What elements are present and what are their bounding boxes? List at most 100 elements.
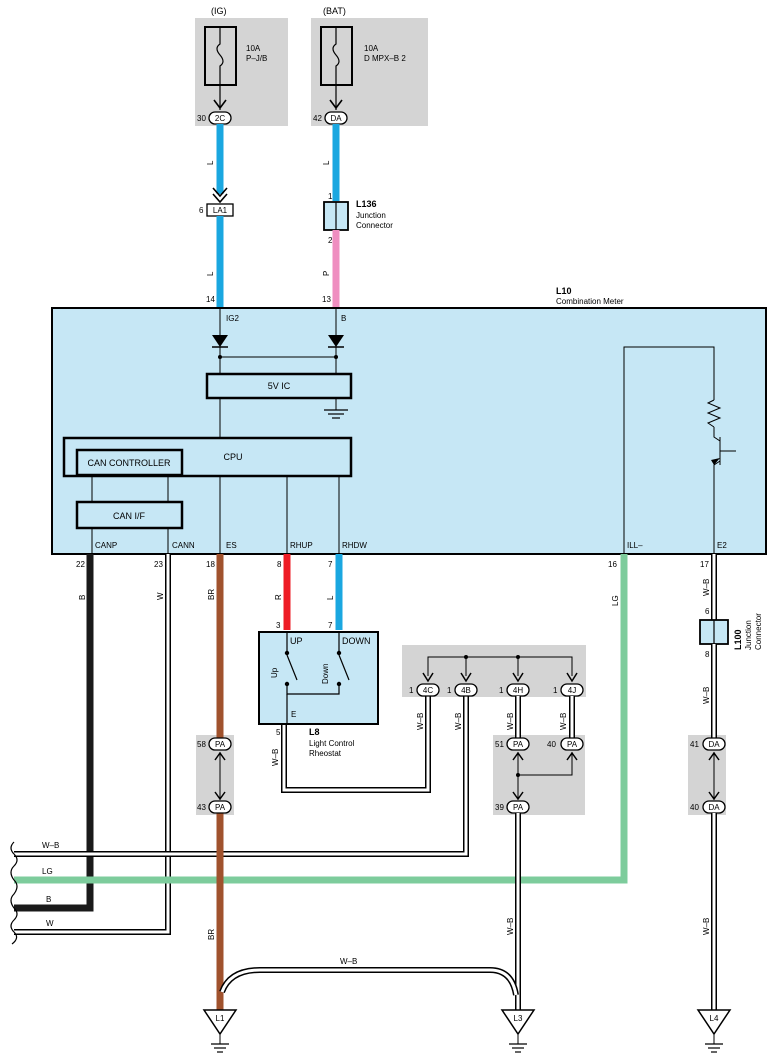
wire-label-l-1: L (206, 160, 215, 165)
connector-pa-51-label: PA (513, 740, 524, 749)
can-if-label: CAN I/F (113, 511, 146, 521)
connector-pa-51: PA (506, 737, 530, 751)
connector-4c-pin: 1 (409, 686, 414, 695)
connector-pa-58-label: PA (215, 740, 226, 749)
wire-label-p: P (322, 271, 331, 276)
terminal-canp: CANP (95, 541, 117, 550)
wire-label-wb-e: W–B (271, 749, 280, 766)
wire-label-r: R (274, 594, 283, 600)
connector-4c-label: 4C (423, 686, 433, 695)
meter-pin-22: 22 (76, 560, 85, 569)
connector-4j: 4J (560, 683, 584, 697)
fuse-ig (204, 26, 237, 86)
bus-label-wb: W–B (42, 841, 59, 850)
ic-5v (205, 372, 353, 400)
wire-label-br-2: BR (207, 929, 216, 940)
diode-b (328, 335, 344, 347)
ground-l3 (500, 1009, 536, 1053)
fuse-ig-source: (IG) (211, 6, 227, 16)
wire-label-w: W (156, 592, 165, 600)
meter-pin-17: 17 (700, 560, 709, 569)
wire-label-wb-l4: W–B (702, 918, 711, 935)
terminal-ig2: IG2 (226, 314, 239, 323)
meter-pin-7: 7 (328, 560, 333, 569)
l136-name-2: Connector (356, 221, 393, 230)
connector-pa-43-pin: 43 (197, 803, 206, 812)
meter-pin-14: 14 (206, 295, 215, 304)
fuse-ig-rating: 10A (246, 44, 261, 53)
connector-pa-43: PA (208, 800, 232, 814)
rheostat-sw-up: Up (270, 667, 279, 678)
connector-4j-pin: 1 (553, 686, 558, 695)
connector-da-top-pin: 42 (313, 114, 322, 123)
fuse-bat (320, 26, 353, 86)
connector-4c: 4C (416, 683, 440, 697)
connector-4b-pin: 1 (447, 686, 452, 695)
meter-internal-wiring (91, 308, 736, 554)
meter-name: Combination Meter (556, 297, 624, 306)
terminal-ill: ILL– (627, 541, 643, 550)
bus-label-w: W (46, 919, 54, 928)
meter-pin-8: 8 (277, 560, 282, 569)
rheostat-pin-e: 5 (276, 728, 281, 737)
meter-pin-13: 13 (322, 295, 331, 304)
fuse-bat-source: (BAT) (323, 6, 346, 16)
rheostat-up-label: UP (290, 636, 303, 646)
wire-w-inner (14, 554, 170, 934)
ground-l3-label: L3 (514, 1014, 523, 1023)
connector-la1-pin: 6 (199, 206, 204, 215)
connector-da-40-pin: 40 (690, 803, 699, 812)
connector-da-top-label: DA (330, 114, 342, 123)
connector-pa-40: PA (560, 737, 584, 751)
connector-pa-40-pin: 40 (547, 740, 556, 749)
connector-da-41: DA (702, 737, 726, 751)
fuse-bat-rating: 10A (364, 44, 379, 53)
wire-label-wb-link: W–B (340, 957, 357, 966)
connector-pa-39-pin: 39 (495, 803, 504, 812)
rheostat-name-2: Rheostat (309, 749, 342, 758)
connector-da-40: DA (702, 800, 726, 814)
connector-pa-39-label: PA (513, 803, 524, 812)
wire-label-b: B (78, 595, 87, 600)
connector-4j-label: 4J (568, 686, 576, 695)
internal-ground-icon (324, 409, 348, 419)
l136-pin-top: 1 (328, 192, 333, 201)
wire-label-wb-4c: W–B (416, 713, 425, 730)
rheostat-e-label: E (291, 710, 296, 719)
meter-id: L10 (556, 286, 572, 296)
junction-connector-l136 (323, 201, 349, 231)
fuse-bat-name: D MPX–B 2 (364, 54, 406, 63)
cpu-label: CPU (223, 452, 242, 462)
rheostat-pin-up: 3 (276, 621, 281, 630)
connector-4b-label: 4B (461, 686, 471, 695)
wire-label-wb-l3: W–B (506, 918, 515, 935)
connector-la1: LA1 (206, 203, 234, 217)
wire-label-wb-e2: W–B (702, 579, 711, 596)
wire-label-wb-4j: W–B (559, 713, 568, 730)
ground-l1 (202, 1009, 238, 1053)
connector-pa-39: PA (506, 800, 530, 814)
wire-label-l-3: L (322, 160, 331, 165)
l100-pin-bottom: 8 (705, 650, 710, 659)
connector-2c-pin: 30 (197, 114, 206, 123)
ground-l4 (696, 1009, 732, 1053)
connector-pa-51-pin: 51 (495, 740, 504, 749)
connector-da-40-label: DA (708, 803, 720, 812)
ground-l1-label: L1 (216, 1014, 225, 1023)
fuse-ig-name: P–J/B (246, 54, 267, 63)
connector-da-top: DA (324, 111, 348, 125)
wire-label-wb-l100: W–B (702, 687, 711, 704)
connector-4h: 4H (506, 683, 530, 697)
bus-label-b: B (46, 895, 51, 904)
wire-label-lg: LG (611, 595, 620, 606)
diode-ig2 (212, 335, 228, 347)
terminal-es: ES (226, 541, 237, 550)
l136-id: L136 (356, 199, 377, 209)
rheostat-name-1: Light Control (309, 739, 355, 748)
ground-l4-label: L4 (710, 1014, 719, 1023)
terminal-e2: E2 (717, 541, 727, 550)
can-controller-label: CAN CONTROLLER (87, 458, 171, 468)
connector-4b: 4B (454, 683, 478, 697)
connector-2c: 2C (208, 111, 232, 125)
